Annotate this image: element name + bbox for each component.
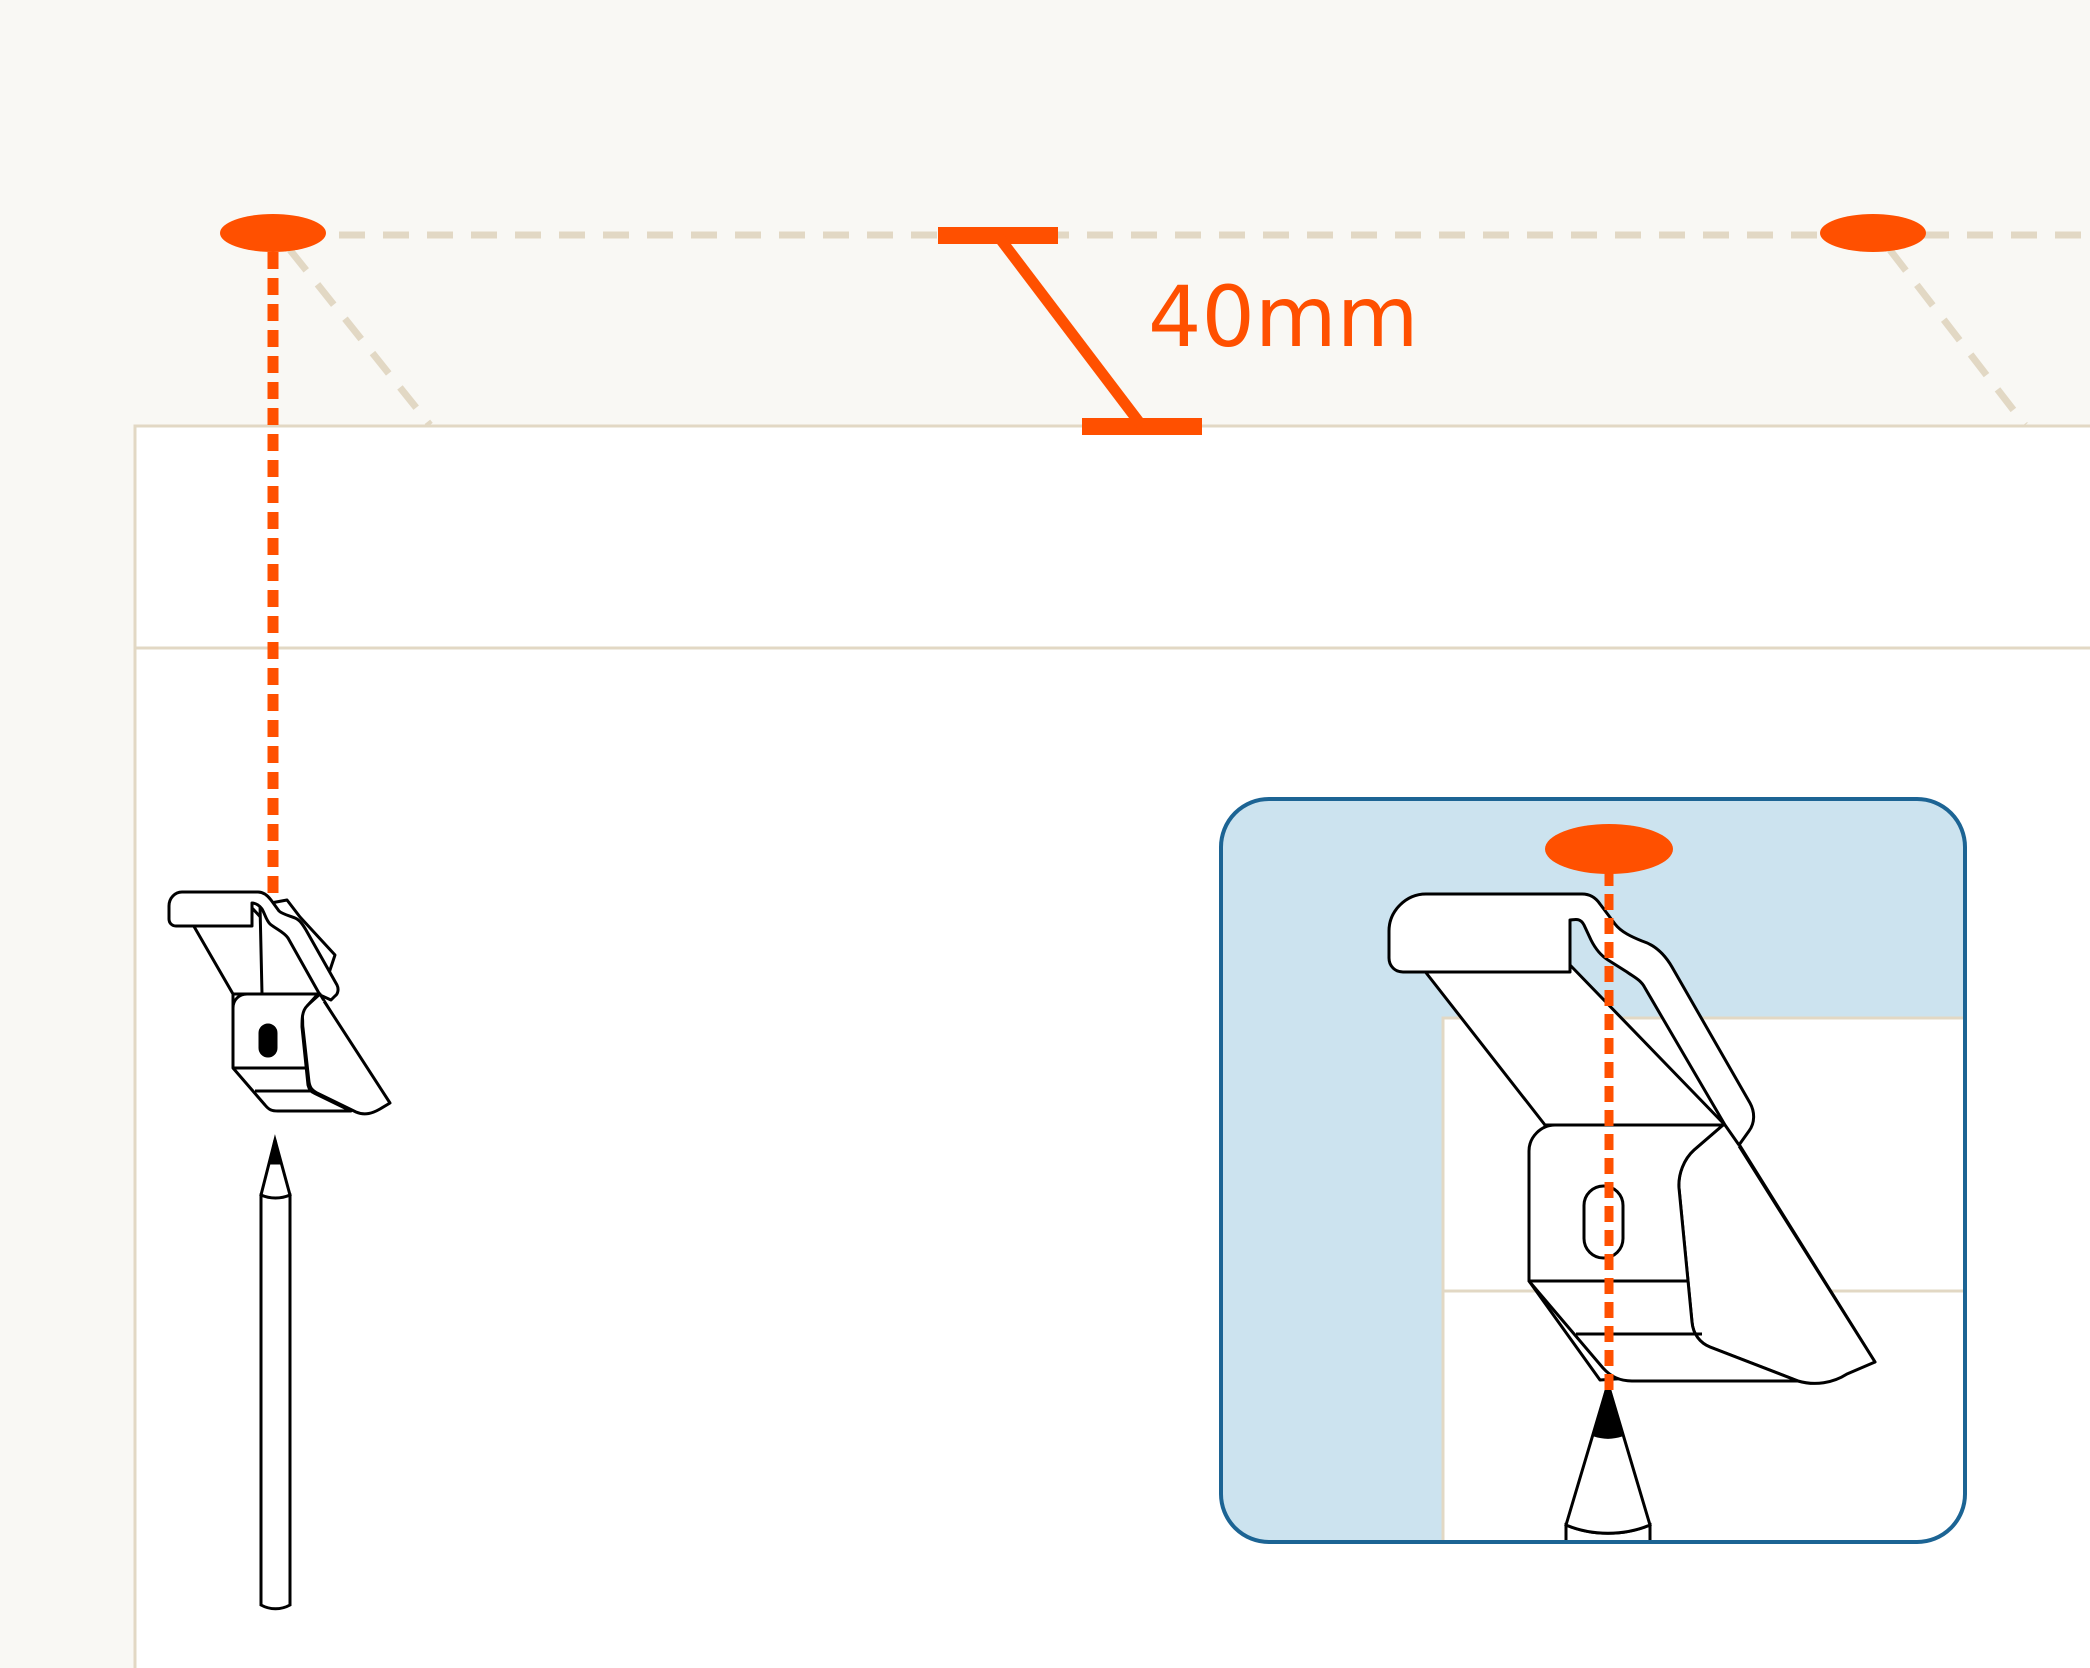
detail-inset bbox=[1219, 797, 1967, 1544]
bracket-icon bbox=[1387, 892, 1877, 1385]
screw-hole-marker-icon bbox=[220, 214, 326, 252]
detail-inset-border bbox=[1219, 797, 1967, 1544]
pencil-icon bbox=[1564, 1378, 1652, 1542]
guide-lines bbox=[287, 231, 2090, 428]
bracket-icon bbox=[167, 890, 392, 1116]
pencil-icon bbox=[259, 1134, 292, 1611]
measurement-label: 40mm bbox=[1148, 268, 1419, 366]
measurement-marker: 40mm bbox=[938, 227, 1419, 435]
screw-hole-marker-icon bbox=[1820, 214, 1926, 252]
screw-hole-marker-icon bbox=[1545, 824, 1673, 874]
